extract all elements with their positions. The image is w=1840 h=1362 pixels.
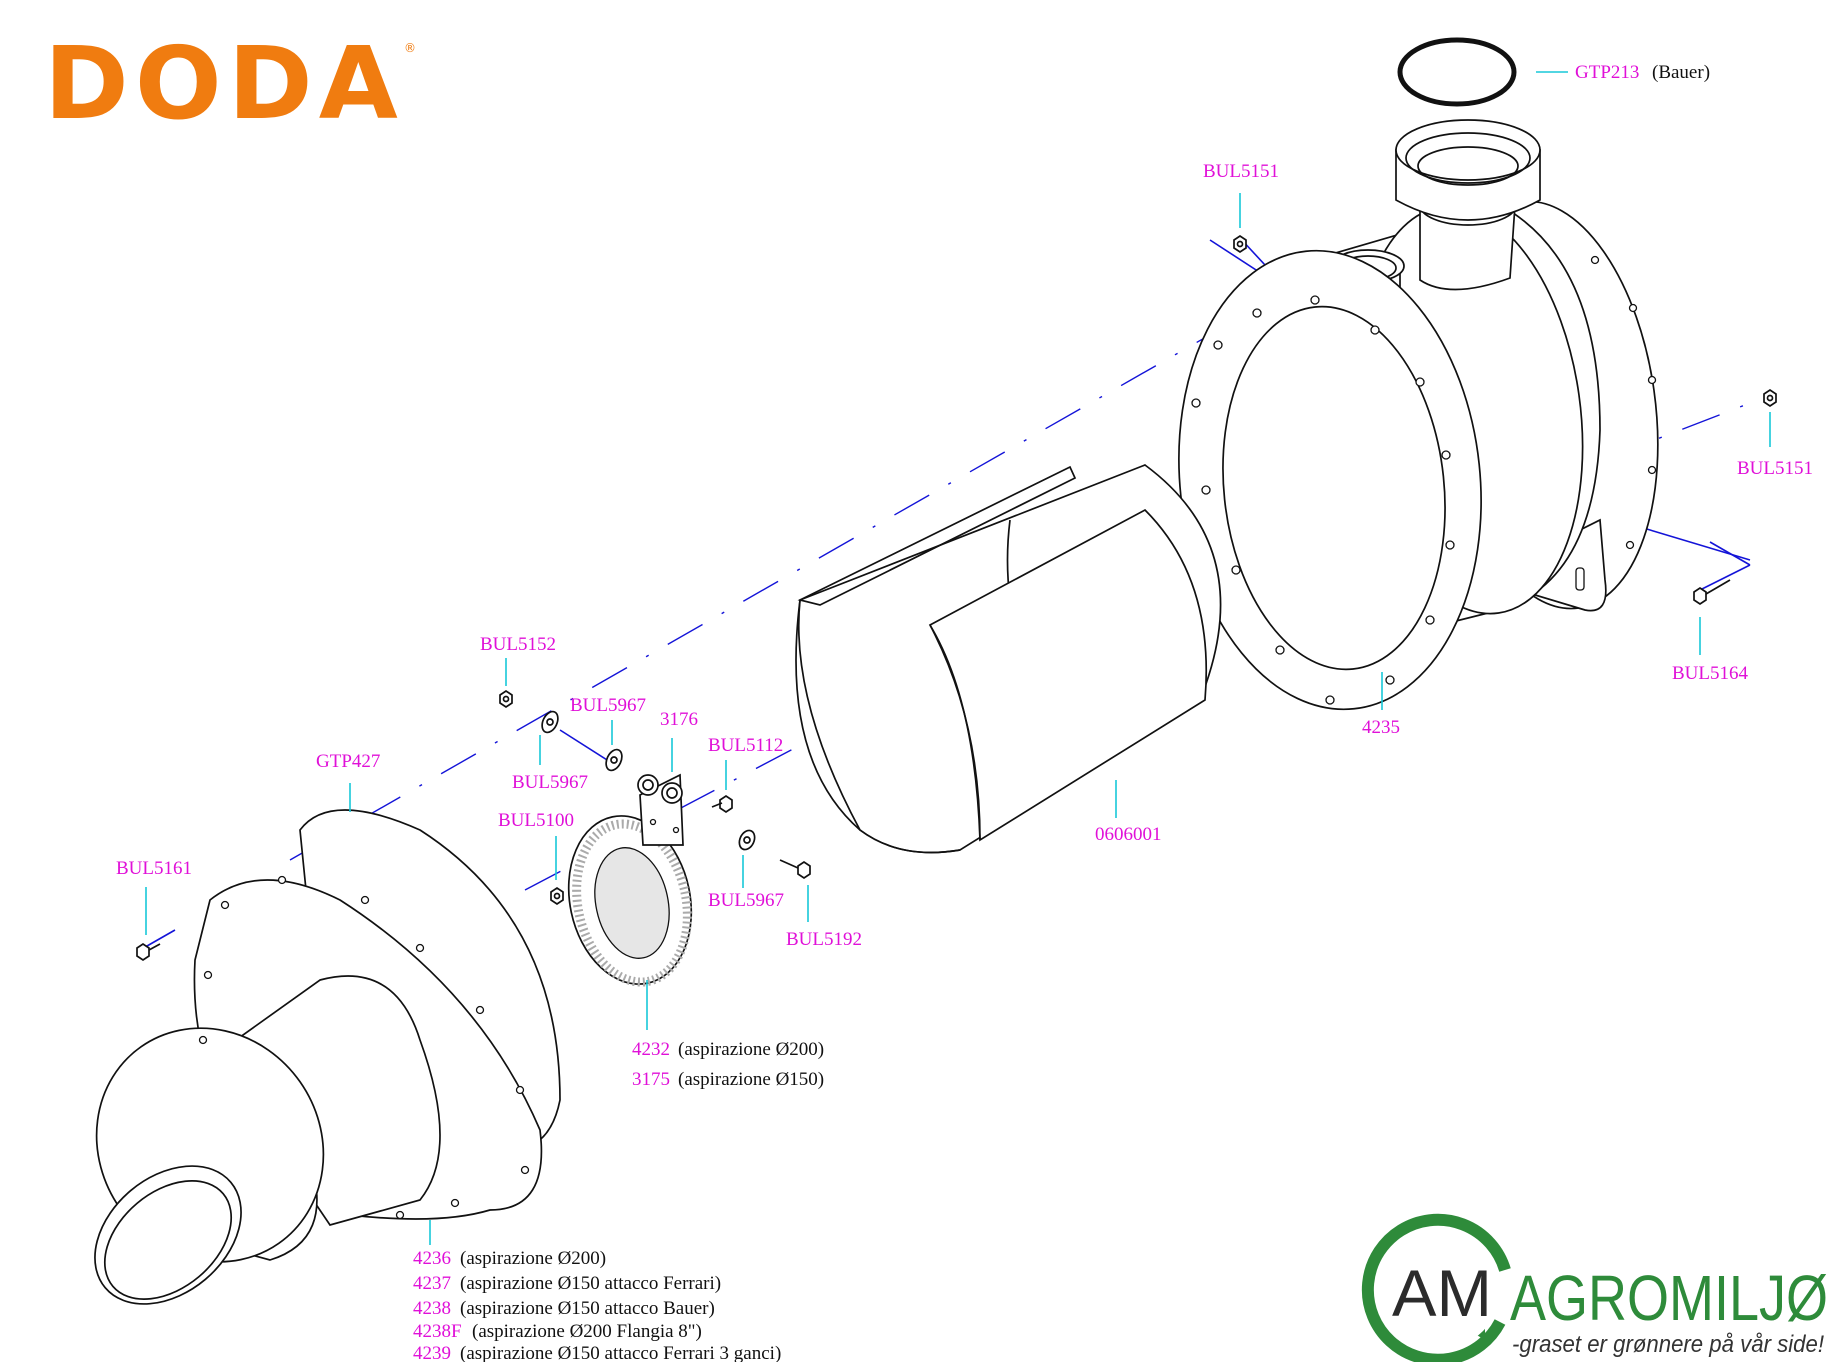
label-bul5967-a: BUL5967 [570,695,646,716]
label-gtp427: GTP427 [316,751,380,772]
label-3176: 3176 [660,709,698,730]
variant-inlet-desc: (aspirazione Ø200 Flangia 8") [472,1321,702,1342]
back-flange-holes [1590,255,1657,550]
inlet-flange-holes [198,875,530,1220]
label-bul5164: BUL5164 [1672,663,1749,684]
inlet-adapter-4236 [94,875,543,1305]
bolt-bul5112 [711,794,733,814]
nut-bul5151-right [1763,388,1777,408]
leader-lines [145,71,1771,1245]
main-housing-4235 [1178,119,1659,711]
nut-bul5100 [550,886,564,906]
agromiljo-slogan: -graset er grønnere på vår side! [1512,1331,1824,1358]
washer-bul5967-b [605,748,623,772]
filter-disc-4232 [567,815,693,987]
variant-filter-code: 4232 [632,1039,670,1060]
variant-inlet-code: 4237 [413,1273,451,1294]
label-bul5100: BUL5100 [498,810,574,831]
gasket-ring-gtp213 [1397,37,1517,107]
label-bul5151-top: BUL5151 [1203,161,1279,182]
nut-bul5151-top [1233,234,1247,254]
agromiljo-logo: AM AGROMILJØ -graset er grønnere på vår … [1361,1213,1828,1362]
variant-inlet-code: 4236 [413,1248,451,1269]
label-bul5151-right: BUL5151 [1737,458,1813,479]
bolt-bul5164 [1693,579,1731,606]
label-gtp213: GTP213 [1575,62,1639,83]
filter-sleeve-0606001 [795,464,1222,854]
variant-inlet-desc: (aspirazione Ø150 attacco Bauer) [460,1298,715,1319]
washer-bul5967-c [738,829,756,851]
label-bul5112: BUL5112 [708,735,783,756]
inlet-variants: 4236 (aspirazione Ø200) 4237 (aspirazion… [413,1248,781,1362]
recycle-arrow-icon [1361,1213,1511,1362]
label-4235: 4235 [1362,717,1400,738]
am-monogram: AM [1392,1256,1492,1330]
label-bul5967-b: BUL5967 [512,772,588,793]
washer-bul5967-a [541,710,559,734]
label-bul5967-c: BUL5967 [708,890,784,911]
label-bul5161: BUL5161 [116,858,192,879]
variant-inlet-code: 4239 [413,1343,451,1362]
label-bul5152: BUL5152 [480,634,556,655]
variant-filter-desc: (aspirazione Ø200) [678,1039,824,1060]
nut-bul5152 [499,689,513,709]
variant-inlet-desc: (aspirazione Ø150 attacco Ferrari 3 ganc… [460,1343,781,1362]
bracket-3176 [637,773,684,846]
bolt-bul5161 [136,942,161,962]
front-flange-holes [1191,295,1455,705]
variant-inlet-code: 4238F [413,1321,462,1342]
variant-filter-desc: (aspirazione Ø150) [678,1069,824,1090]
filter-variants: 4232 (aspirazione Ø200) 3175 (aspirazion… [632,1039,824,1090]
label-bul5192: BUL5192 [786,929,862,950]
label-0606001: 0606001 [1095,824,1162,845]
label-gtp213-desc: (Bauer) [1652,62,1710,83]
variant-inlet-desc: (aspirazione Ø150 attacco Ferrari) [460,1273,721,1294]
doda-logo-text: DODA [44,25,404,142]
part-labels: GTP213 (Bauer) BUL5151 BUL5151 BUL5164 4… [116,62,1813,950]
variant-inlet-desc: (aspirazione Ø200) [460,1248,606,1269]
registered-mark: ® [404,41,416,55]
doda-logo: DODA ® [44,25,416,142]
hardware [136,234,1777,962]
variant-filter-code: 3175 [632,1069,670,1090]
variant-inlet-code: 4238 [413,1298,451,1319]
bolt-bul5192 [779,859,811,880]
agromiljo-name: AGROMILJØ [1510,1262,1828,1334]
